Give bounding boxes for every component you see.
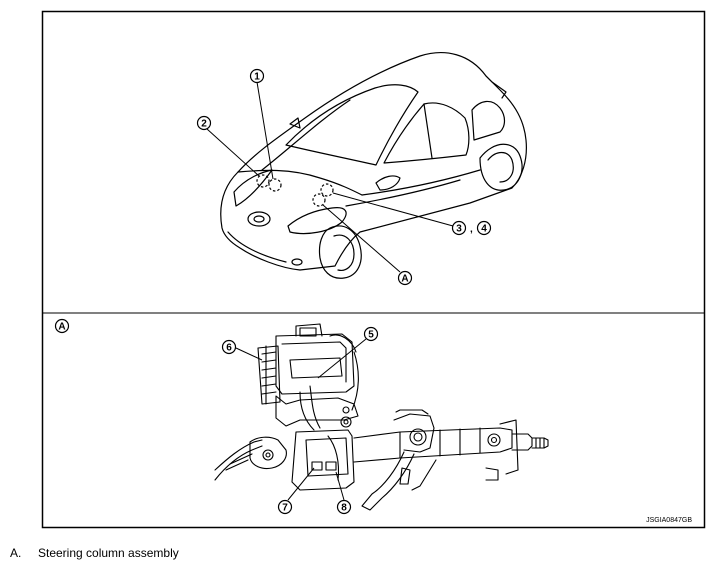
callout-4: 4 <box>476 220 492 236</box>
svg-text:1: 1 <box>254 72 260 83</box>
svg-text:6: 6 <box>226 343 232 354</box>
svg-text:7: 7 <box>282 503 288 514</box>
location-circle-a <box>312 193 326 207</box>
figure-code: JSGIA0847GB <box>646 517 692 524</box>
panel-a-label: A <box>54 318 70 334</box>
svg-text:5: 5 <box>368 330 374 341</box>
legend: A. Steering column assembly <box>10 546 179 560</box>
svg-text:4: 4 <box>481 224 487 235</box>
callout-7: 7 <box>277 499 293 515</box>
callout-8: 8 <box>336 499 352 515</box>
callout-a-top: A <box>397 270 413 286</box>
callout-3: 3 <box>451 220 467 236</box>
steering-column-illustration <box>214 323 549 511</box>
leader-lines-top <box>206 81 454 273</box>
legend-text: Steering column assembly <box>38 546 179 560</box>
location-circle-3-4 <box>320 183 334 197</box>
location-markers <box>256 174 334 207</box>
callout-separator-comma: , <box>470 224 473 235</box>
component-location-diagram: 1 2 3 , 4 A A <box>41 10 706 529</box>
legend-key: A. <box>10 546 22 560</box>
location-circle-1 <box>268 178 282 192</box>
callout-2: 2 <box>196 115 212 131</box>
leader-lines-bottom <box>235 338 367 501</box>
figure-frame <box>41 10 706 529</box>
callout-1: 1 <box>249 68 265 84</box>
location-circle-2 <box>256 174 270 188</box>
callout-6: 6 <box>221 339 237 355</box>
svg-text:2: 2 <box>201 119 207 130</box>
svg-text:A: A <box>401 274 408 285</box>
svg-text:A: A <box>58 322 65 333</box>
callout-5: 5 <box>363 326 379 342</box>
svg-text:3: 3 <box>456 224 462 235</box>
svg-text:8: 8 <box>341 503 347 514</box>
vehicle-illustration <box>220 52 527 279</box>
